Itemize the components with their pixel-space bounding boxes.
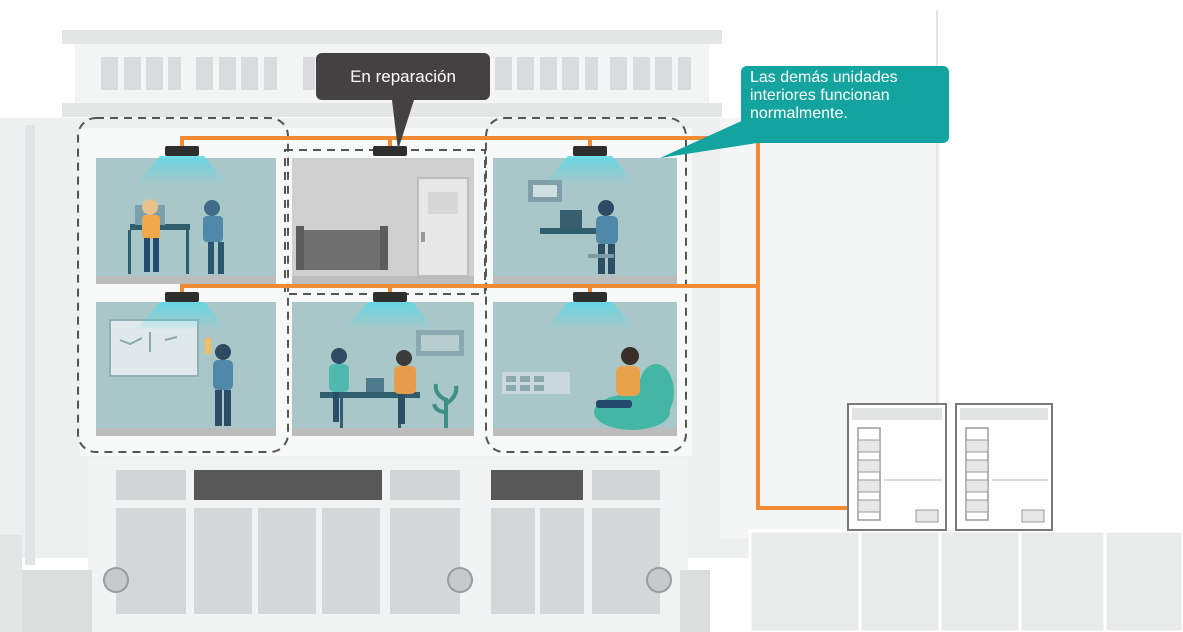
normal-callout-line-3: normalmente. <box>750 105 848 122</box>
room-lounge-bottom-right <box>493 302 677 436</box>
repair-callout-pointer <box>392 100 414 150</box>
roof-windows <box>101 57 691 90</box>
ground-slabs <box>748 529 1183 632</box>
room-meeting-bottom-center <box>292 302 474 436</box>
ceiling-cassette-icon-upper-center <box>373 146 407 156</box>
storefront <box>0 458 710 632</box>
ceiling-cassette-icon-upper-right <box>544 146 636 185</box>
normal-operation-callout: Las demás unidades interiores funcionan … <box>741 66 949 143</box>
repair-callout: En reparación <box>316 53 490 100</box>
ceiling-cassette-icon-lower-center <box>344 292 436 330</box>
outdoor-condenser-icon-2 <box>955 403 1053 531</box>
repair-callout-label: En reparación <box>350 67 456 86</box>
ceiling-cassette-icon-upper-left <box>136 146 228 185</box>
ceiling-cassette-icon-lower-right <box>544 292 636 330</box>
room-storage-top-center <box>292 158 474 284</box>
normal-callout-line-2: interiores funcionan <box>750 87 890 104</box>
normal-callout-line-1: Las demás unidades <box>750 69 898 86</box>
ceiling-cassette-icon-lower-left <box>136 292 228 330</box>
outdoor-condenser-icon-1 <box>847 403 947 531</box>
